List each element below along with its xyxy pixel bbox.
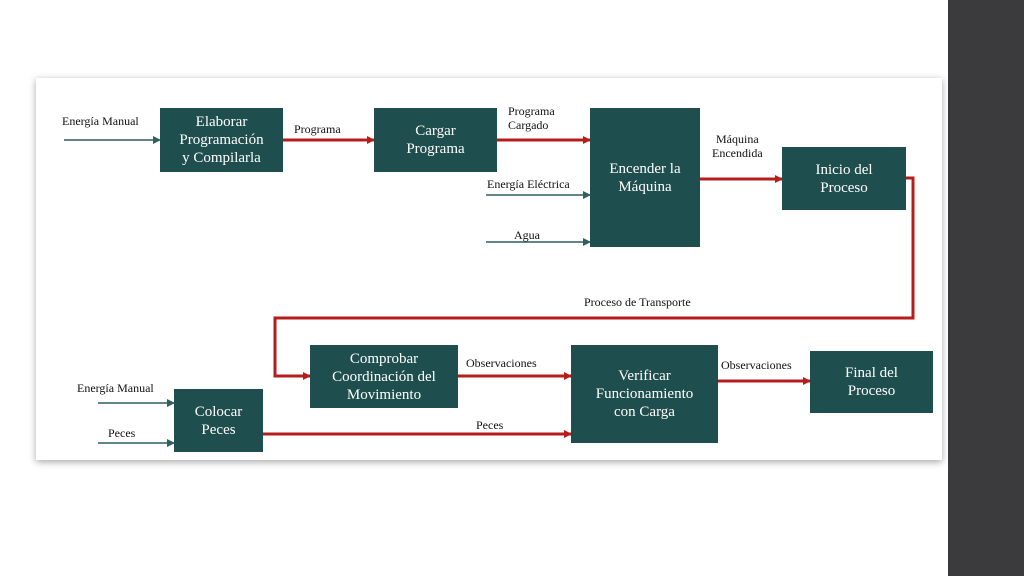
box-comprobar-coordinacion: Comprobar Coordinación del Movimiento [310,345,458,408]
label-energia-manual-1: Energía Manual [62,114,139,128]
label-energia-manual-2: Energía Manual [77,381,154,395]
label-agua: Agua [514,228,540,242]
label-observaciones-2: Observaciones [721,358,792,372]
arrow-proceso-transporte [273,176,915,380]
box-final-proceso: Final del Proceso [810,351,933,413]
label-maquina-encendida: Máquina Encendida [712,132,763,160]
label-energia-electrica: Energía Eléctrica [487,177,570,191]
label-peces-out: Peces [476,418,504,432]
box-cargar-programa: Cargar Programa [374,108,497,172]
box-elaborar-programacion: Elaborar Programación y Compilarla [160,108,283,172]
label-proceso-transporte: Proceso de Transporte [584,295,691,309]
box-colocar-peces: Colocar Peces [174,389,263,452]
right-side-panel [948,0,1024,576]
box-inicio-proceso: Inicio del Proceso [782,147,906,210]
box-verificar-funcionamiento: Verificar Funcionamiento con Carga [571,345,718,443]
label-peces-in: Peces [108,426,136,440]
label-programa-cargado: Programa Cargado [508,104,555,132]
label-programa: Programa [294,122,341,136]
box-encender-maquina: Encender la Máquina [590,108,700,247]
label-observaciones-1: Observaciones [466,356,537,370]
